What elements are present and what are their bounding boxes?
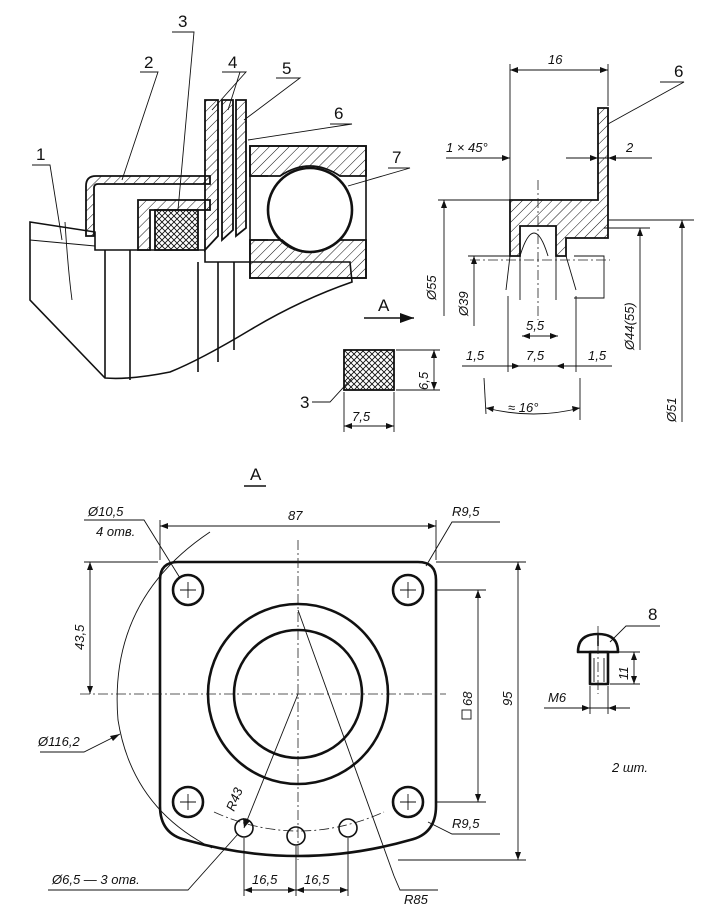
- callout-7: 7: [392, 148, 401, 167]
- flange-bore-outer: [206, 602, 390, 786]
- callout-8: 8: [648, 605, 657, 624]
- assembly-section-view: 1 2 3 4 5 6 7 A: [29, 12, 414, 380]
- dim-small-holes: Ø6,5 — 3 отв.: [51, 872, 140, 887]
- callout-3-detail: 3: [300, 393, 309, 412]
- flange-profile-section: 16 6 1 × 45° 2 Ø55 Ø39 Ø44(55) Ø51: [424, 52, 694, 423]
- dim-hole-count: 4 отв.: [96, 524, 135, 539]
- seal-part-3: [154, 209, 199, 251]
- flange-outline: [158, 560, 438, 858]
- bearing-part-7: [249, 145, 367, 279]
- callout-4: 4: [228, 53, 237, 72]
- dim-d55: Ø55: [424, 275, 439, 301]
- seal-width-dim: 7,5: [352, 409, 371, 424]
- bearing-ball: [266, 166, 354, 254]
- dim-1-5-right: 1,5: [588, 348, 607, 363]
- plate-part-4: [204, 99, 219, 253]
- part-callouts: 1 2 3 4 5 6 7: [32, 12, 411, 241]
- dim-r9-5-top: R9,5: [452, 504, 480, 519]
- flange-plan-view: 87 Ø10,5 4 отв. R9,5 43,5 68 95 Ø116,2 R…: [37, 504, 526, 907]
- dim-95: 95: [500, 691, 515, 706]
- dim-d51: Ø51: [664, 397, 679, 423]
- callout-1: 1: [36, 145, 45, 164]
- dim-thread: M6: [548, 690, 567, 705]
- dim-angle: ≈ 16°: [508, 400, 538, 415]
- dim-d39: Ø39: [456, 291, 471, 317]
- dim-r85: R85: [404, 892, 429, 907]
- small-holes: [213, 811, 385, 846]
- view-title-label: A: [250, 465, 262, 484]
- callout-3: 3: [178, 12, 187, 31]
- view-arrow-label: A: [378, 296, 390, 315]
- callout-5: 5: [282, 59, 291, 78]
- dim-16: 16: [548, 52, 563, 67]
- dim-screw-length: 11: [616, 667, 631, 681]
- dim-16-5-right: 16,5: [304, 872, 330, 887]
- seal-height-dim: 6,5: [416, 371, 431, 390]
- callout-2: 2: [144, 53, 153, 72]
- dim-r43: R43: [223, 785, 246, 813]
- dim-5-5: 5,5: [526, 318, 545, 333]
- dim-7-5: 7,5: [526, 348, 545, 363]
- dim-hole-dia: Ø10,5: [87, 504, 124, 519]
- mounting-holes: [171, 573, 425, 819]
- dim-sq-68: 68: [460, 691, 475, 706]
- dim-43-5: 43,5: [72, 624, 87, 650]
- dim-16-5-left: 16,5: [252, 872, 278, 887]
- screw-quantity: 2 шт.: [611, 760, 648, 775]
- dim-d116-2: Ø116,2: [37, 734, 80, 749]
- view-arrow-a: A: [364, 296, 414, 323]
- dim-r9-5-bottom: R9,5: [452, 816, 480, 831]
- dim-thickness-2: 2: [625, 140, 634, 155]
- callout-6-profile: 6: [674, 62, 683, 81]
- dim-87: 87: [288, 508, 303, 523]
- dim-d44: Ø44(55): [622, 302, 637, 351]
- plate-part-5: [235, 99, 247, 238]
- seal-detail: 7,5 6,5 3: [300, 349, 440, 432]
- dim-1-5-left: 1,5: [466, 348, 485, 363]
- dim-chamfer: 1 × 45°: [446, 140, 488, 155]
- view-a-title: A: [244, 465, 266, 487]
- flange-bore-inner: [232, 628, 364, 760]
- screw-part-8: 8 11 M6 2 шт.: [544, 605, 660, 775]
- callout-6: 6: [334, 104, 343, 123]
- housing-body: [29, 221, 353, 380]
